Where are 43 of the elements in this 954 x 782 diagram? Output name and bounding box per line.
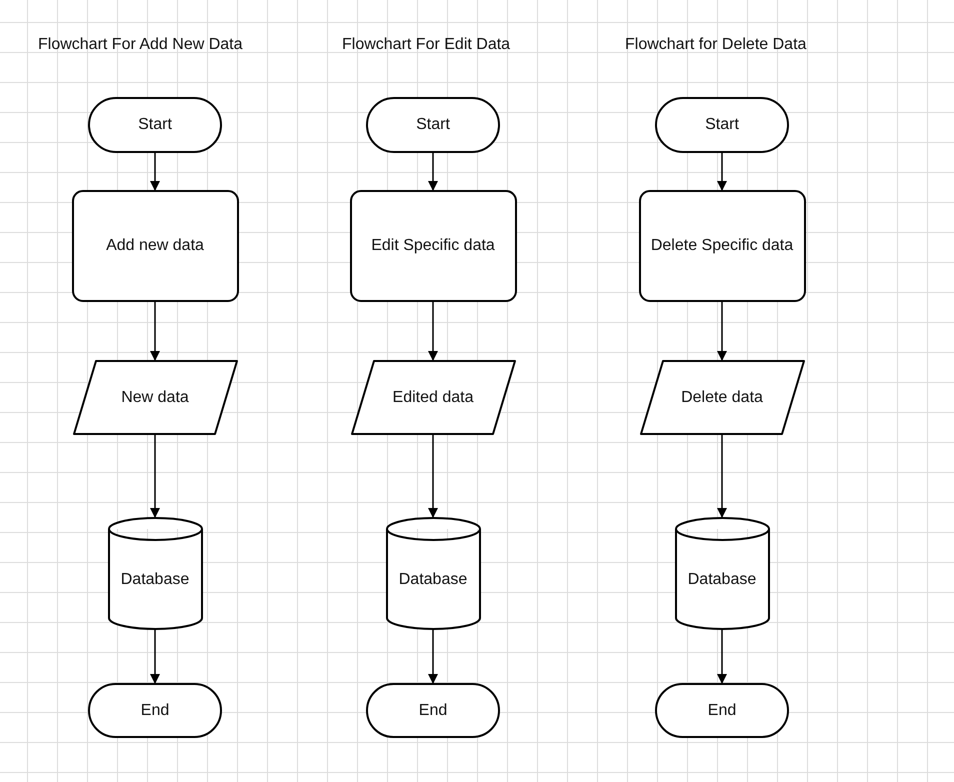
arrow — [717, 630, 727, 684]
process-box — [72, 190, 238, 302]
arrow — [150, 630, 160, 684]
arrow — [428, 153, 438, 191]
arrow — [717, 153, 727, 191]
node-label: Start — [416, 115, 450, 135]
data-parallelogram — [640, 360, 804, 435]
arrow — [150, 302, 160, 361]
node-label: New data — [121, 388, 189, 408]
arrow — [428, 630, 438, 684]
terminal-shape — [88, 683, 222, 738]
arrow — [150, 153, 160, 191]
database-cylinder — [674, 517, 770, 630]
node-label: End — [708, 700, 736, 720]
node-label: Delete data — [681, 388, 763, 408]
flowchart-heading: Flowchart For Add New Data — [38, 36, 243, 54]
flowchart-heading: Flowchart for Delete Data — [625, 36, 806, 54]
database-cylinder — [386, 517, 480, 630]
data-parallelogram — [72, 360, 238, 435]
arrow — [717, 302, 727, 361]
node-label: End — [140, 700, 170, 720]
arrow — [717, 435, 727, 518]
node-label: Database — [688, 570, 756, 590]
process-box — [638, 190, 806, 302]
node-label: End — [418, 700, 448, 720]
terminal-shape — [655, 97, 789, 153]
arrow — [428, 435, 438, 518]
database-cylinder — [108, 517, 202, 630]
node-label: Database — [120, 570, 190, 590]
node-label: Start — [705, 115, 739, 135]
arrow — [150, 435, 160, 518]
node-label: Delete Specific data — [650, 236, 794, 256]
data-parallelogram — [350, 360, 516, 435]
node-label: Add new data — [106, 236, 204, 256]
node-label: Edit Specific data — [371, 236, 495, 256]
node-label: Database — [398, 570, 468, 590]
node-label: Start — [138, 115, 172, 135]
terminal-shape — [88, 97, 222, 153]
terminal-shape — [655, 683, 789, 738]
flowchart-heading: Flowchart For Edit Data — [342, 36, 510, 54]
process-box — [350, 190, 516, 302]
arrow — [428, 302, 438, 361]
node-label: Edited data — [392, 388, 474, 408]
